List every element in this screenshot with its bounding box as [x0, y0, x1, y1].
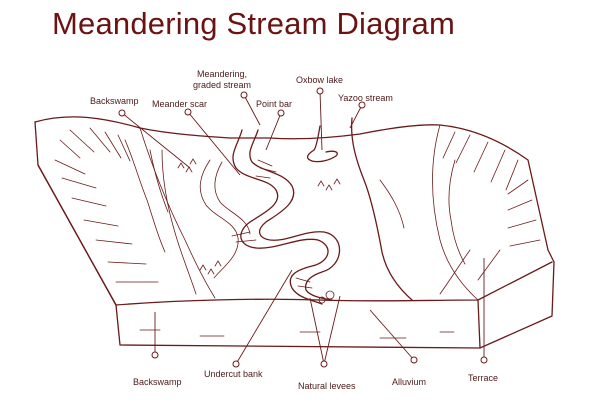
label-oxbow-lake: Oxbow lake [296, 75, 344, 85]
terrain-block [34, 116, 555, 349]
label-meander-scar: Meander scar [152, 99, 208, 109]
label-yazoo-stream: Yazoo stream [338, 93, 393, 103]
leader-lines [121, 90, 485, 365]
label-pointers [118, 87, 488, 368]
diagram-title: Meandering Stream Diagram [52, 6, 456, 41]
label-meandering-line1: Meandering, [196, 69, 248, 79]
label-backswamp-top: Backswamp [90, 96, 139, 106]
label-point-bar: Point bar [256, 99, 293, 109]
label-backswamp-bottom: Backswamp [133, 377, 182, 387]
label-alluvium: Alluvium [392, 377, 427, 387]
label-natural-levees: Natural levees [298, 381, 356, 391]
label-undercut-bank: Undercut bank [204, 369, 263, 379]
meandering-river [161, 117, 471, 305]
label-meandering-graded-stream: Meandering, graded stream [186, 69, 258, 91]
label-meandering-line2: graded stream [192, 80, 252, 90]
label-terrace: Terrace [468, 373, 499, 383]
